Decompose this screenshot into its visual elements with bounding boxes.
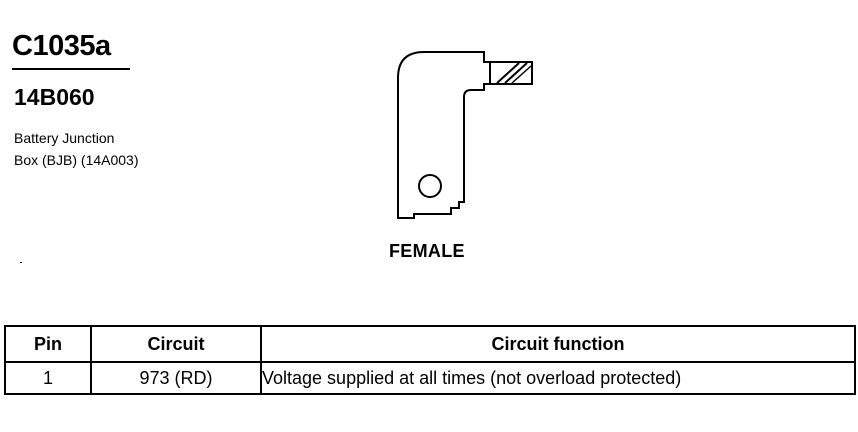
gender-label: FEMALE [389, 241, 465, 261]
table-row: 1 973 (RD) Voltage supplied at all times… [4, 361, 856, 395]
table-header-row: Pin Circuit Circuit function [4, 325, 856, 363]
cell-function: Voltage supplied at all times (not overl… [260, 361, 856, 395]
connector-face-diagram [397, 51, 533, 219]
cell-pin: 1 [4, 361, 92, 395]
connector-id: C1035a [12, 30, 111, 62]
terminal-blade [489, 61, 533, 85]
title-underline [12, 68, 130, 70]
scan-speck [20, 262, 22, 263]
header-pin: Pin [4, 325, 92, 363]
description-line-2: Box (BJB) (14A003) [14, 152, 139, 168]
terminal-hole [418, 174, 442, 198]
header-function: Circuit function [260, 325, 856, 363]
description-line-1: Battery Junction [14, 130, 115, 146]
part-number: 14B060 [14, 84, 95, 110]
pin-table: Pin Circuit Circuit function 1 973 (RD) … [4, 325, 856, 395]
cell-circuit: 973 (RD) [90, 361, 262, 395]
terminal-outline [397, 51, 533, 219]
header-circuit: Circuit [90, 325, 262, 363]
